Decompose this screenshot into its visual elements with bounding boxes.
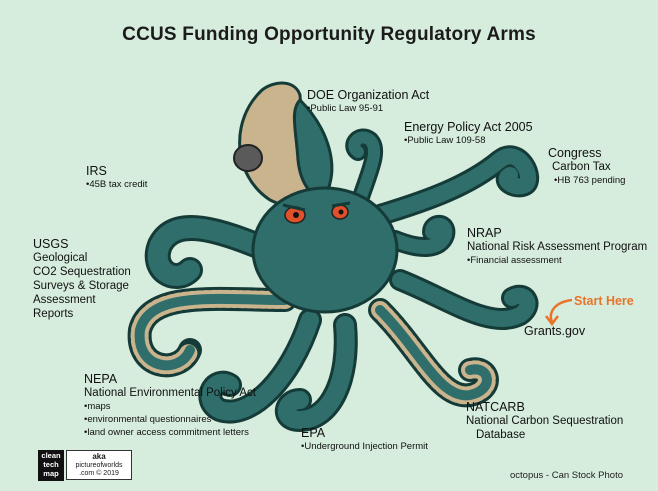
- label-nepa: NEPA National Environmental Policy Act m…: [84, 372, 256, 439]
- tentacle-bottom-right: [368, 298, 499, 408]
- tentacle-right-middle: [385, 214, 456, 257]
- tentacle-left-upper: [144, 215, 281, 289]
- label-doe: DOE Organization Act Public Law 95-91: [307, 88, 429, 115]
- aka-credit-box: aka pictureofworlds .com © 2019: [66, 450, 132, 480]
- label-congress: Congress Carbon Tax HB 763 pending: [548, 146, 625, 187]
- tentacle-top-right: [345, 128, 384, 209]
- cleantechmap-logo: clean tech map: [38, 450, 64, 481]
- start-here-arrow: [549, 298, 573, 323]
- tentacle-left-lower: [127, 286, 297, 378]
- page-title: CCUS Funding Opportunity Regulatory Arms: [122, 24, 536, 45]
- octopus-face: [251, 186, 399, 314]
- start-here-callout: Start Here: [574, 294, 634, 308]
- label-nrap: NRAP National Risk Assessment Program Fi…: [467, 226, 647, 267]
- tentacle-right-lower: [389, 269, 539, 330]
- label-irs: IRS 45B tax credit: [86, 164, 147, 191]
- label-epa: EPA Underground Injection Permit: [301, 426, 428, 453]
- image-credit: octopus - Can Stock Photo: [510, 470, 624, 481]
- label-grants-gov[interactable]: Grants.gov: [524, 324, 586, 338]
- tentacle-bottom: [274, 313, 358, 433]
- label-natcarb: NATCARB National Carbon Sequestration Da…: [466, 400, 624, 441]
- label-energy-policy-act: Energy Policy Act 2005 Public Law 109-58: [404, 120, 533, 147]
- label-usgs: USGS Geological CO2 Sequestration Survey…: [33, 237, 131, 320]
- tentacle-right-upper: [369, 145, 540, 226]
